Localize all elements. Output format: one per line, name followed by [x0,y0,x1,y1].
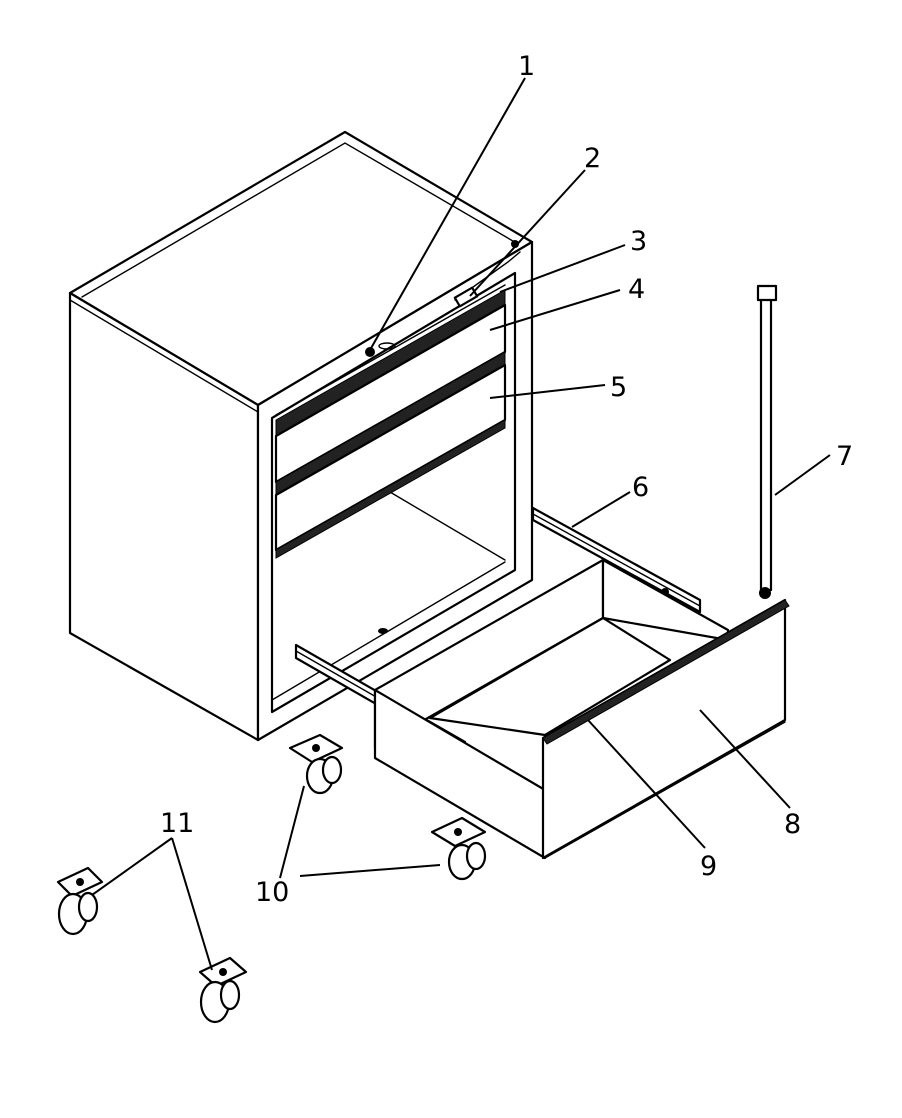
callout-5: 5 [610,372,627,403]
callout-2: 2 [584,143,601,174]
callout-6: 6 [632,472,649,503]
caster-wheel-11b [198,956,248,1024]
leader-lines [91,77,831,971]
callout-11: 11 [160,808,194,839]
drawer [373,558,790,860]
caster-wheel-10a [288,733,344,795]
upper-drawer-rails [274,284,507,634]
callout-1: 1 [518,51,535,82]
callout-8: 8 [784,809,801,840]
callout-9: 9 [700,851,717,882]
callout-labels: 1 2 3 4 5 6 7 8 9 10 11 [160,51,853,908]
callout-4: 4 [628,274,645,305]
drawer-handle-bar [756,284,778,599]
caster-wheel-10b [430,816,487,881]
callout-10: 10 [255,877,289,908]
callout-3: 3 [630,226,647,257]
caster-wheel-11a [56,866,104,936]
callout-7: 7 [836,441,853,472]
